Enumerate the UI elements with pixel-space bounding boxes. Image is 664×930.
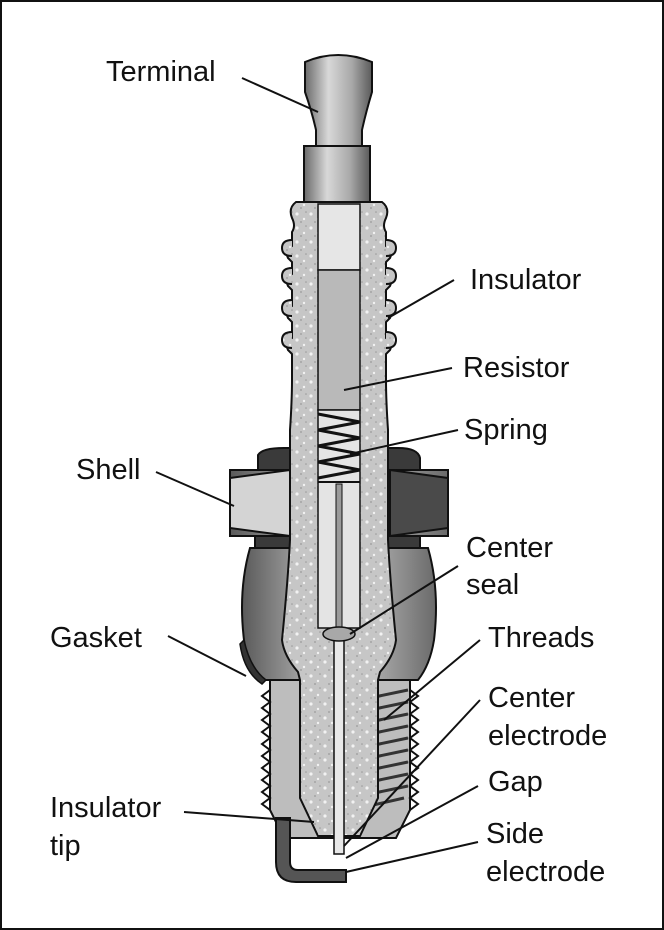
leader-lines <box>155 77 481 873</box>
leader-center-electrode <box>343 699 481 847</box>
leader-gasket <box>167 635 247 677</box>
label-center-seal-line1: Center <box>466 532 554 564</box>
center-seal-part <box>322 626 356 642</box>
label-side-electrode-line2: electrode <box>486 856 606 888</box>
terminal-part <box>303 54 373 203</box>
label-center-seal-line2: seal <box>466 569 520 601</box>
label-terminal: Terminal <box>106 56 216 88</box>
leader-gap <box>345 785 479 859</box>
gasket-part <box>239 638 268 685</box>
leader-insulator <box>387 279 455 319</box>
label-insulator-tip-line1: Insulator <box>50 792 162 824</box>
spring-part <box>317 412 361 483</box>
leader-spring <box>349 429 459 455</box>
center-electrode-lower <box>333 639 345 855</box>
leader-side-electrode <box>345 841 479 873</box>
label-resistor: Resistor <box>463 352 570 384</box>
leader-threads <box>383 639 481 721</box>
label-threads: Threads <box>488 622 595 654</box>
label-gasket: Gasket <box>50 622 142 654</box>
label-gap: Gap <box>488 766 543 798</box>
leader-shell <box>155 471 235 507</box>
leader-terminal <box>241 77 319 113</box>
label-spring: Spring <box>464 414 548 446</box>
leader-insulator-tip <box>183 811 315 823</box>
center-electrode-rod <box>335 483 343 635</box>
resistor-part <box>317 269 361 411</box>
label-shell: Shell <box>76 454 141 486</box>
side-electrode-part <box>275 817 347 883</box>
label-insulator-tip-line2: tip <box>50 830 81 862</box>
terminal-stud <box>317 203 361 271</box>
label-center-electrode-line1: Center <box>488 682 576 714</box>
label-center-electrode-line2: electrode <box>488 720 608 752</box>
leader-center-seal <box>349 565 459 635</box>
label-insulator: Insulator <box>470 264 582 296</box>
label-side-electrode-line1: Side <box>486 818 545 850</box>
leader-resistor <box>343 367 453 391</box>
